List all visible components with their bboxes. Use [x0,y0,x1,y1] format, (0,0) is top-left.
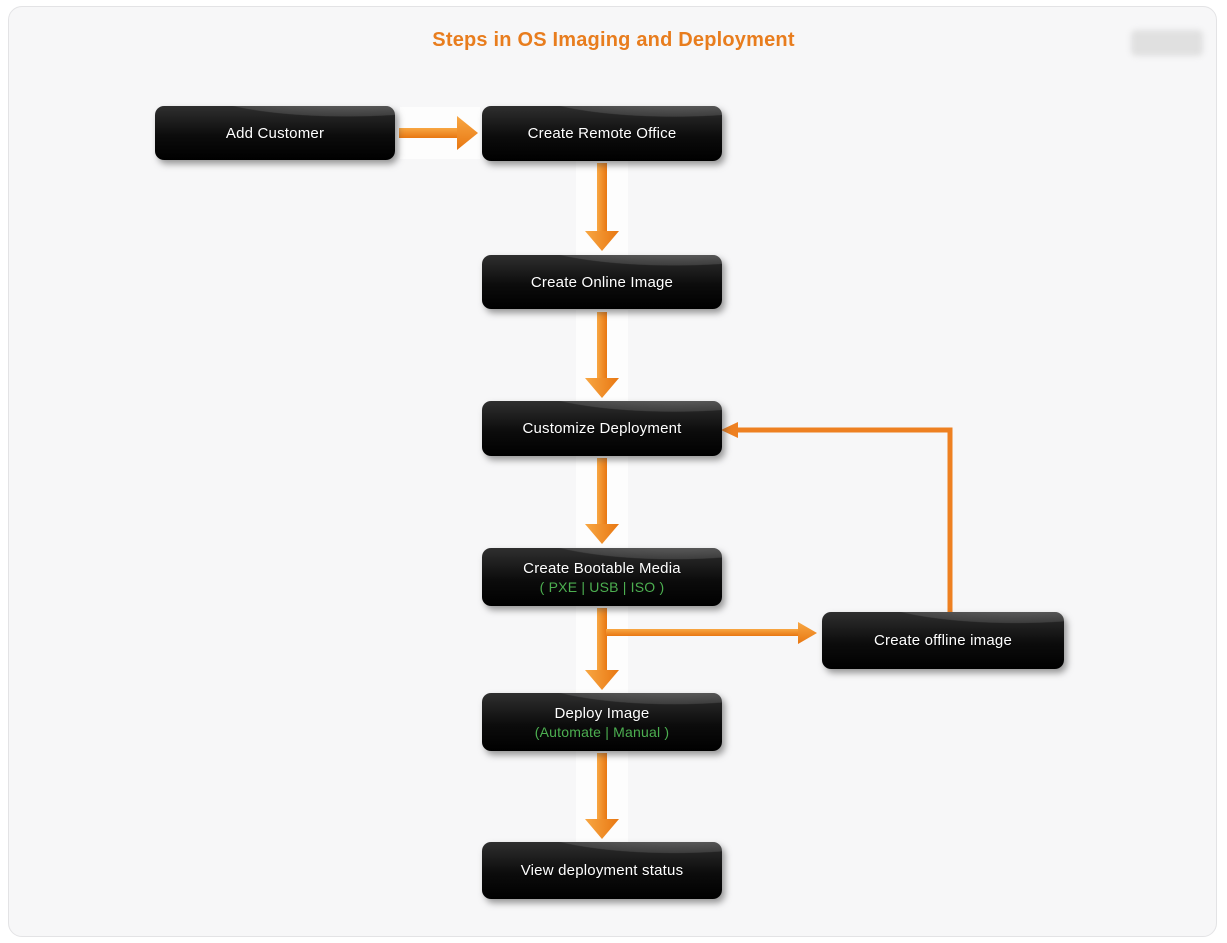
node-sublabel: (Automate | Manual ) [534,723,670,740]
node-label: View deployment status [520,862,684,879]
node-label: Deploy Image [554,704,650,722]
arrow-feedback-left-icon [721,422,953,612]
arrow-branch-right-icon [606,622,817,644]
node-create-online-image[interactable]: Create Online Image [482,255,722,309]
node-label: Create offline image [874,632,1012,649]
node-deploy-image[interactable]: Deploy Image (Automate | Manual ) [482,693,722,751]
page-title: Steps in OS Imaging and Deployment [432,29,795,51]
arrow-down-icon [585,312,619,398]
node-add-customer[interactable]: Add Customer [155,106,395,160]
node-label: Create Remote Office [527,125,677,142]
node-create-bootable-media[interactable]: Create Bootable Media ( PXE | USB | ISO … [482,548,722,606]
node-label: Create Online Image [530,273,674,291]
node-label: Customize Deployment [522,420,682,437]
redacted-badge [1131,30,1203,56]
node-view-deployment-status[interactable]: View deployment status [482,842,722,899]
arrow-down-icon [585,753,619,839]
node-customize-deployment[interactable]: Customize Deployment [482,401,722,456]
node-create-remote-office[interactable]: Create Remote Office [482,106,722,161]
node-label: Add Customer [225,124,325,142]
arrow-down-icon [585,163,619,251]
arrow-down-icon [585,458,619,544]
node-create-offline-image[interactable]: Create offline image [822,612,1064,669]
node-label: Create Bootable Media [523,559,681,577]
arrow-right-icon [399,116,478,150]
node-sublabel: ( PXE | USB | ISO ) [539,578,665,595]
arrow-down-icon [585,608,619,690]
